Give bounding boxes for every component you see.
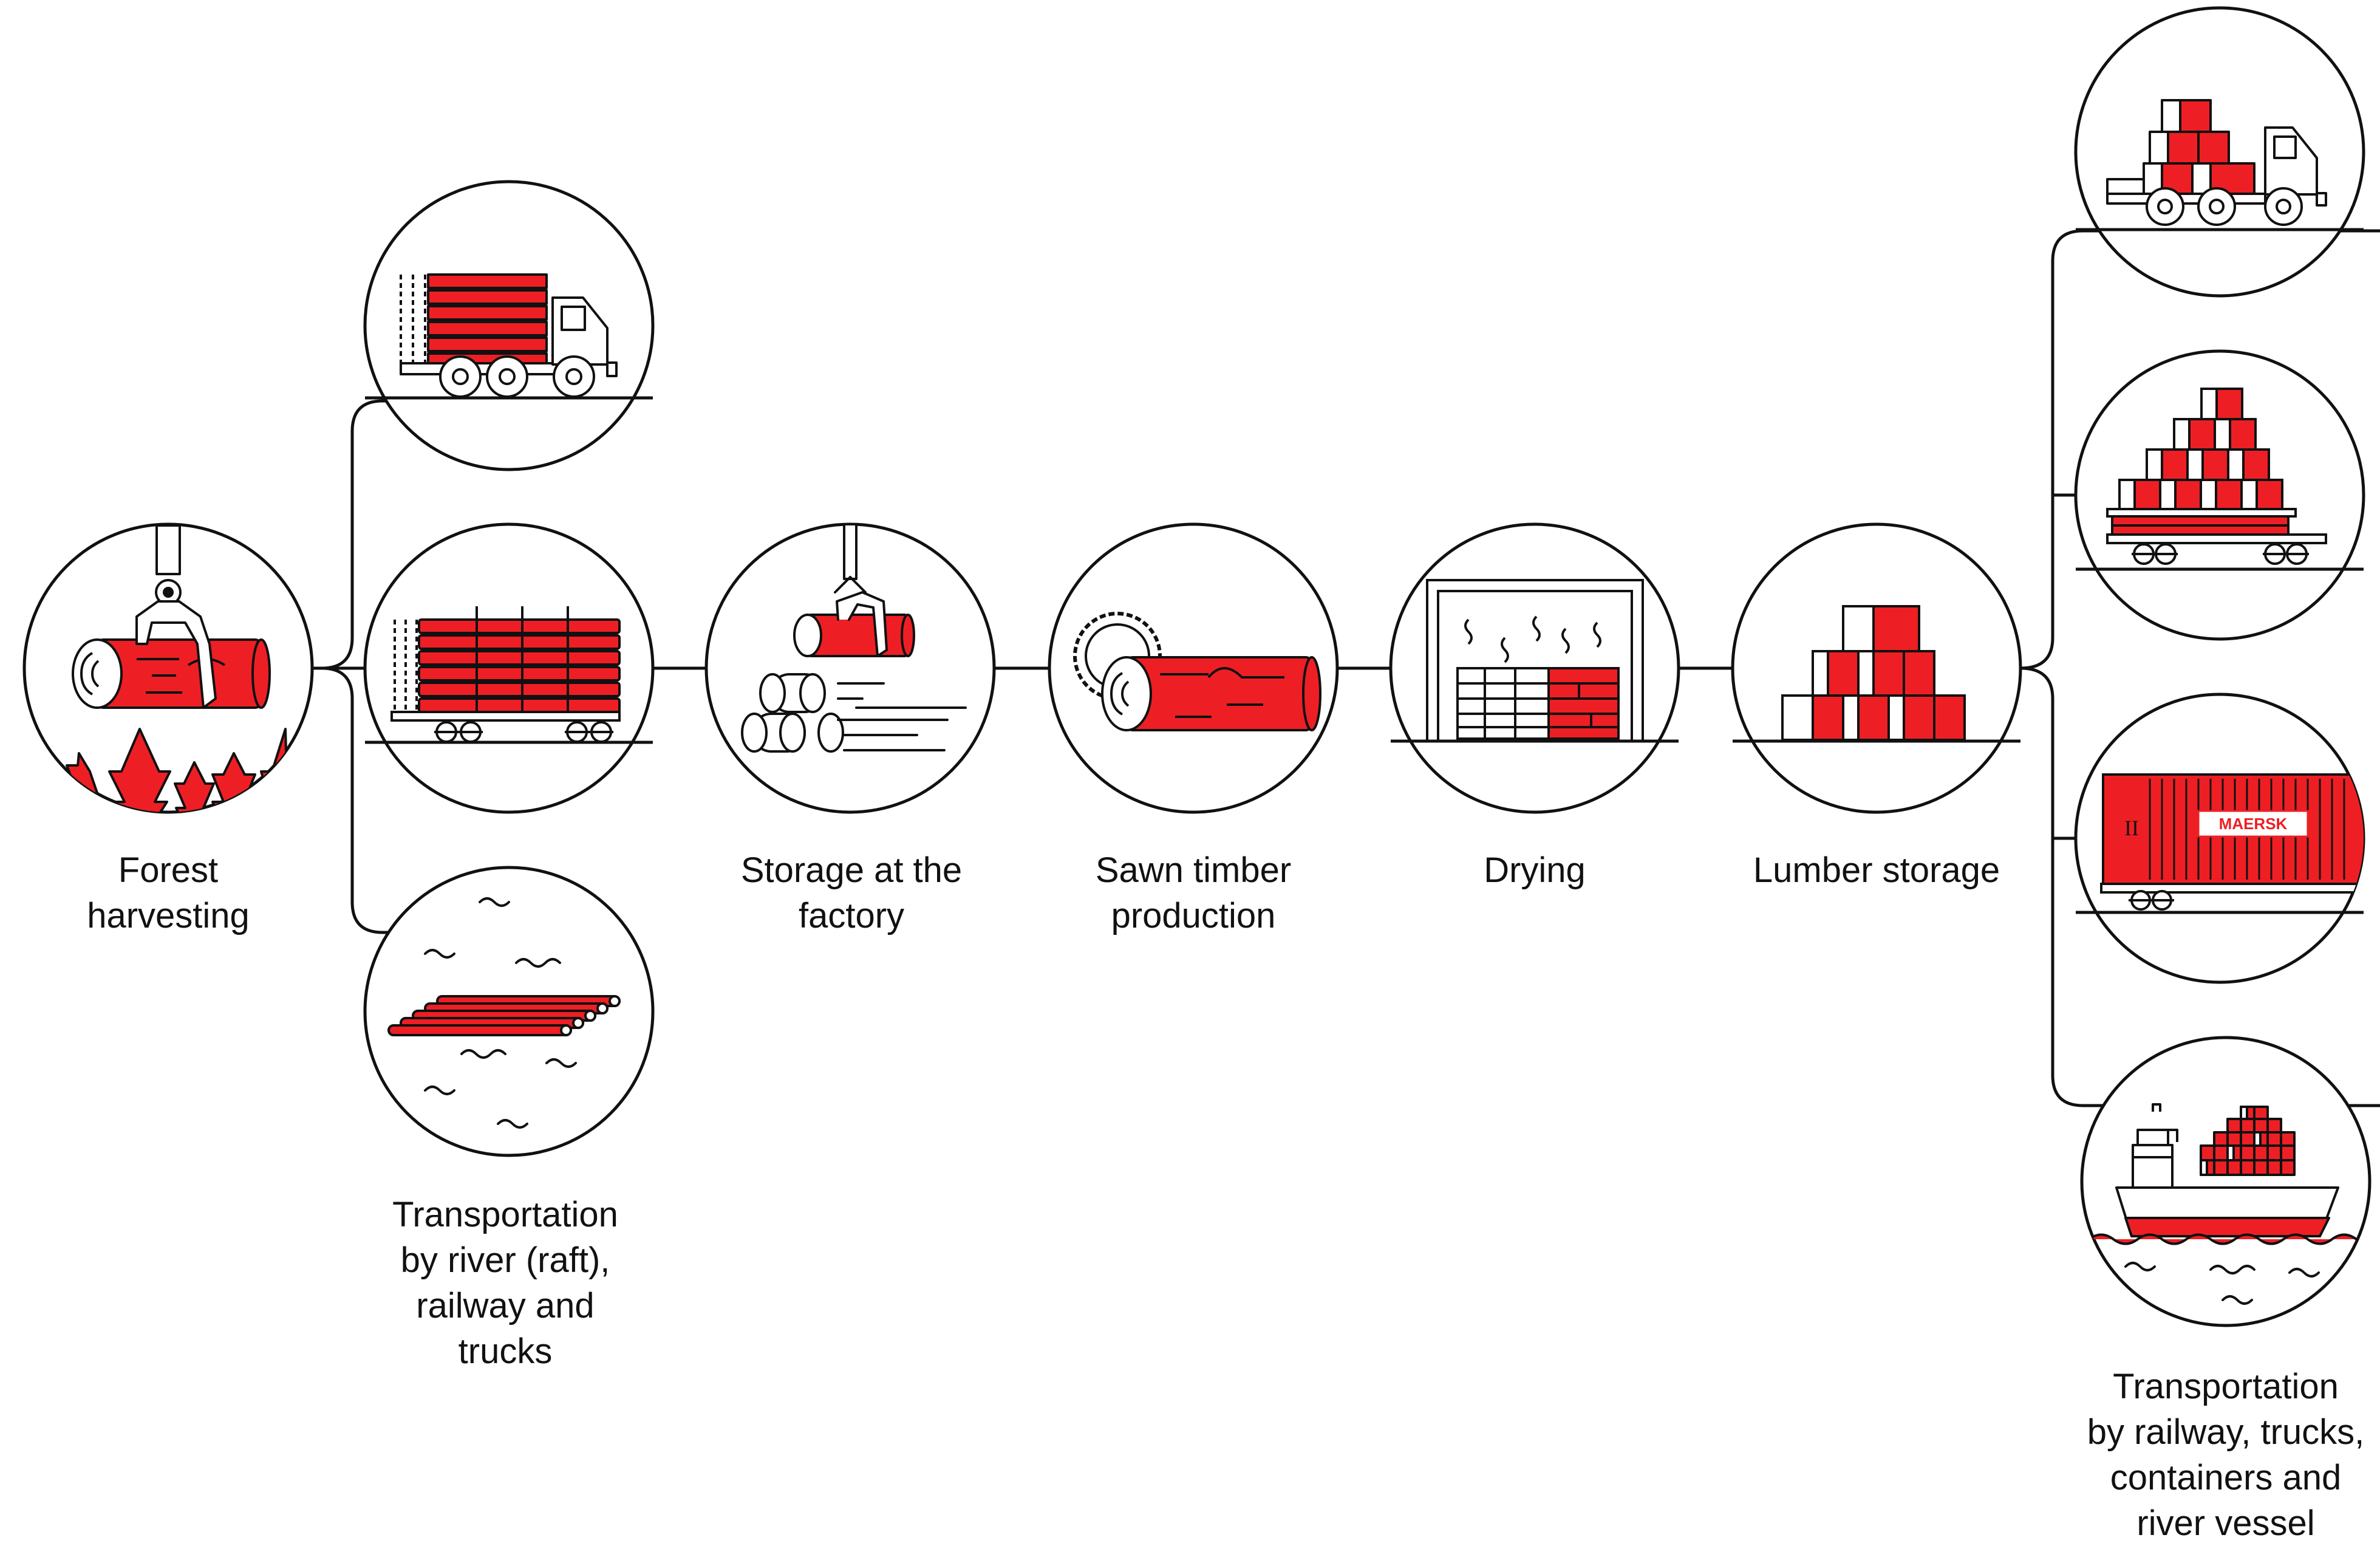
label-line: containers and bbox=[2087, 1455, 2365, 1500]
label-line: harvesting bbox=[87, 893, 250, 939]
label-lumber-storage: Lumber storage bbox=[1753, 847, 2000, 893]
label-line: Transportation bbox=[392, 1192, 618, 1237]
label-line: railway and bbox=[392, 1283, 618, 1329]
cargo-ship-icon bbox=[2082, 1038, 2370, 1325]
label-line: Lumber storage bbox=[1753, 847, 2000, 893]
label-forest-harvesting: Forest harvesting bbox=[87, 847, 250, 939]
label-line: Sawn timber bbox=[1096, 847, 1291, 893]
label-line: factory bbox=[741, 893, 962, 939]
label-transport-in: Transportation by river (raft), railway … bbox=[392, 1192, 618, 1374]
log-railcar-icon bbox=[365, 524, 653, 812]
label-transport-out: Transportation by railway, trucks, conta… bbox=[2087, 1364, 2365, 1546]
label-drying: Drying bbox=[1484, 847, 1586, 893]
logging-truck-icon bbox=[365, 182, 653, 470]
container-brand: MAERSK bbox=[2219, 815, 2288, 833]
container-railcar-icon: II MAERSK bbox=[2076, 694, 2370, 982]
lumber-stack-icon bbox=[1733, 524, 2020, 812]
label-line: production bbox=[1096, 893, 1291, 939]
label-line: by river (raft), bbox=[392, 1237, 618, 1283]
lumber-truck-icon bbox=[2076, 8, 2364, 296]
label-line: Storage at the bbox=[741, 847, 962, 893]
log-grapple-forest-icon bbox=[24, 524, 312, 844]
label-line: trucks bbox=[392, 1329, 618, 1374]
label-line: Drying bbox=[1484, 847, 1586, 893]
container-mark: II bbox=[2124, 816, 2139, 840]
label-line: Transportation bbox=[2087, 1364, 2365, 1409]
river-raft-icon bbox=[365, 867, 653, 1155]
label-line: Forest bbox=[87, 847, 250, 893]
label-storage-factory: Storage at the factory bbox=[741, 847, 962, 939]
label-line: river vessel bbox=[2087, 1500, 2365, 1546]
log-pile-crane-icon bbox=[706, 524, 994, 812]
lumber-railcar-icon bbox=[2076, 351, 2364, 639]
label-sawn-timber: Sawn timber production bbox=[1096, 847, 1291, 939]
label-line: by railway, trucks, bbox=[2087, 1409, 2365, 1455]
saw-log-icon bbox=[1049, 524, 1337, 812]
drying-kiln-icon bbox=[1391, 524, 1679, 812]
